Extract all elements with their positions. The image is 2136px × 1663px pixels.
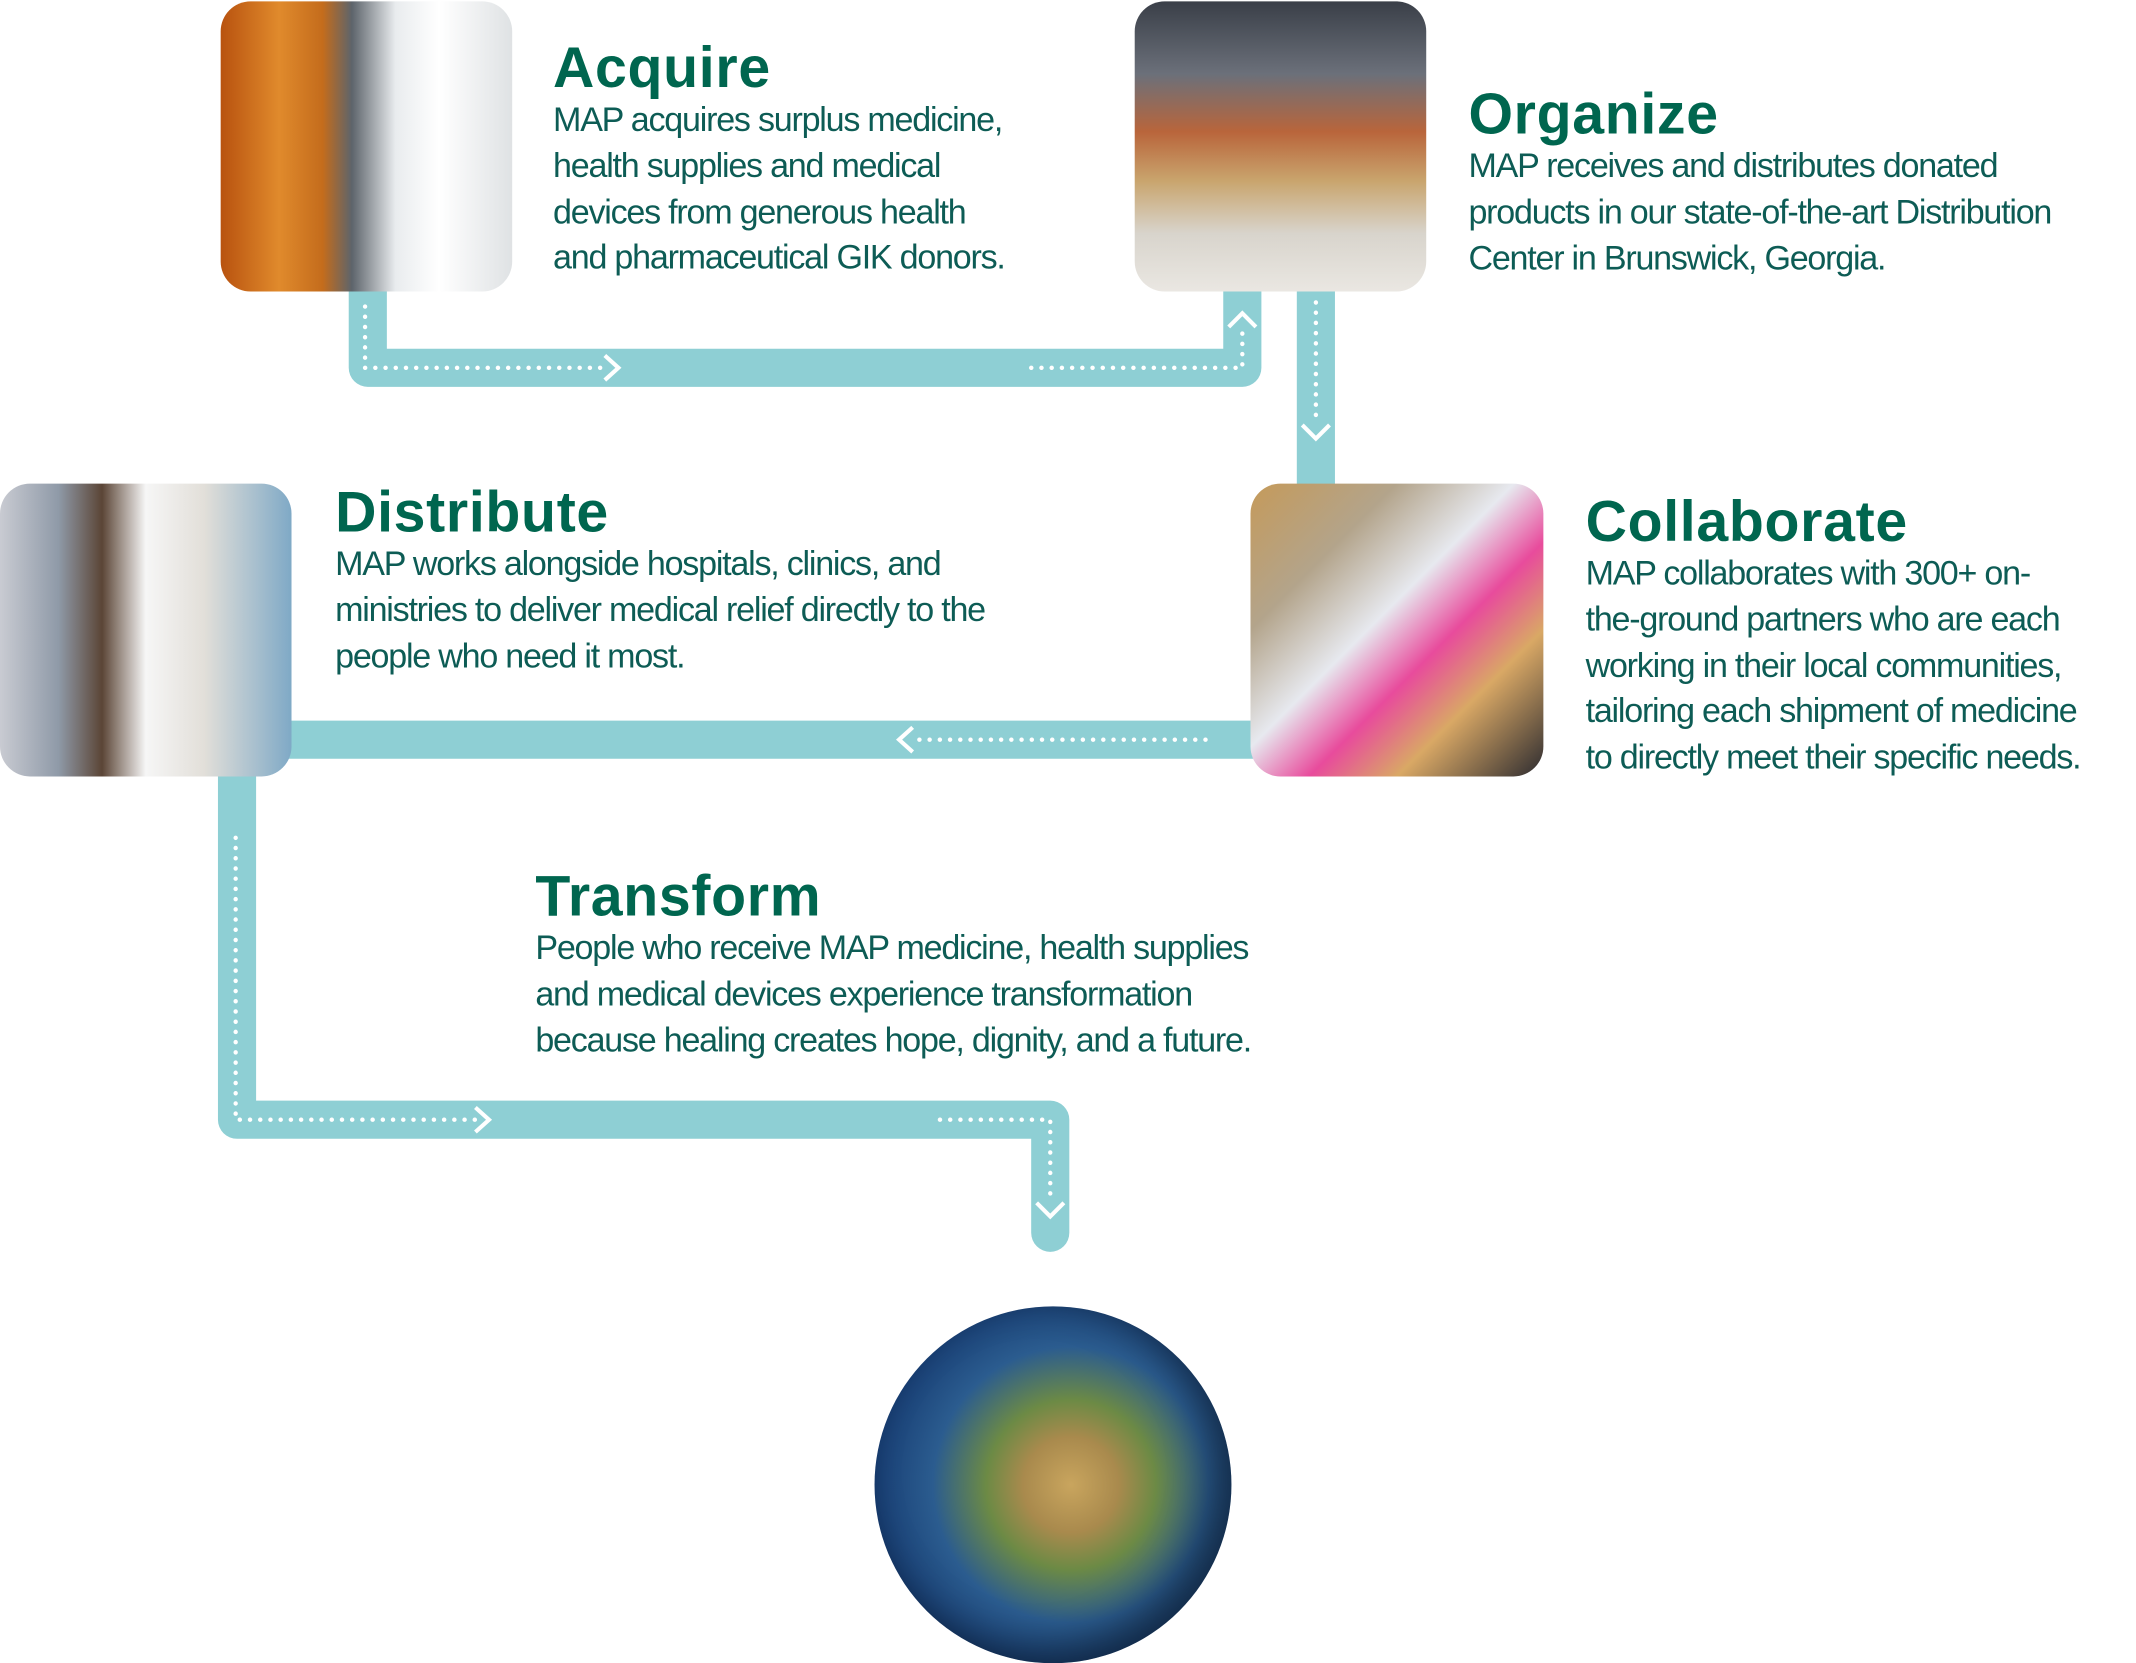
step-transform: Transform People who receive MAP medicin… [535, 863, 1252, 1064]
collaborate-photo [1250, 483, 1544, 777]
step-text: MAP collaborates with 300+ on- the-groun… [1585, 554, 2082, 777]
step-collaborate: Collaborate MAP collaborates with 300+ o… [1585, 489, 2082, 782]
organize-photo [1134, 1, 1427, 292]
globe-image [874, 1306, 1232, 1663]
acquire-photo [220, 1, 513, 292]
step-organize: Organize MAP receives and distributes do… [1468, 81, 2052, 282]
arrow-up-icon [1227, 310, 1258, 329]
step-title: Collaborate [1585, 489, 1908, 554]
arrow-right-icon [603, 354, 622, 382]
step-text: MAP acquires surplus medicine, health su… [553, 100, 1006, 278]
arrow-down-icon [1035, 1201, 1066, 1220]
distribute-photo [0, 483, 292, 777]
step-distribute: Distribute MAP works alongside hospitals… [335, 479, 986, 680]
arrow-down-icon [1300, 423, 1331, 442]
step-acquire: Acquire MAP acquires surplus medicine, h… [553, 35, 1006, 282]
arrow-left-icon [895, 725, 915, 754]
arrow-icons [474, 310, 1331, 1220]
step-title: Acquire [553, 35, 771, 100]
step-text: People who receive MAP medicine, health … [535, 929, 1252, 1060]
step-text: MAP works alongside hospitals, clinics, … [335, 544, 986, 676]
step-title: Organize [1468, 81, 1719, 146]
step-title: Transform [535, 863, 822, 928]
step-text: MAP receives and distributes donated pro… [1468, 147, 2052, 278]
arrow-right-icon [474, 1105, 493, 1134]
path-distribute-transform [217, 750, 1070, 1252]
step-title: Distribute [335, 479, 609, 544]
path-acquire-organize [348, 286, 1262, 387]
